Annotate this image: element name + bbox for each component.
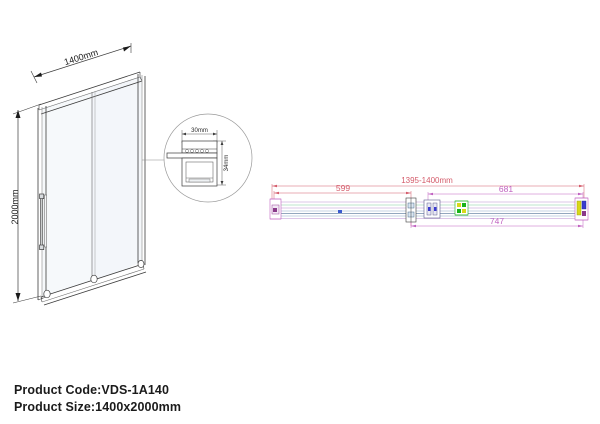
height-dimension: 2000mm bbox=[10, 103, 42, 304]
right-dimension-label: 681 bbox=[499, 184, 513, 194]
title-block: Product Code:VDS-1A140 Product Size:1400… bbox=[14, 382, 181, 416]
right-end-hardware bbox=[574, 197, 589, 221]
left-dimension-label: 599 bbox=[336, 183, 350, 193]
left-end-hardware bbox=[269, 198, 282, 220]
top-track-rail bbox=[38, 71, 143, 115]
right-jamb-profile bbox=[137, 74, 146, 265]
carriage-hardware bbox=[423, 199, 441, 219]
product-size-text: Product Size:1400x2000mm bbox=[14, 400, 182, 414]
track-marker bbox=[338, 210, 342, 213]
left-dimension: 599 bbox=[273, 183, 412, 226]
height-dimension-label: 2000mm bbox=[10, 189, 20, 224]
vertical-bar-handle bbox=[39, 193, 47, 250]
width-dimension: 1400mm bbox=[30, 43, 132, 84]
detail-width-label: 30mm bbox=[191, 128, 208, 134]
center-hardware bbox=[405, 197, 417, 223]
product-code-text: Product Code:VDS-1A140 bbox=[14, 383, 170, 397]
right-dimension: 681 bbox=[427, 184, 584, 208]
width-dimension-label: 1400mm bbox=[63, 47, 99, 67]
plan-view: 1395-1400mm 599 681 747 bbox=[269, 176, 589, 228]
lower-dimension-label: 747 bbox=[490, 216, 504, 226]
sliding-glass-panel bbox=[92, 76, 142, 281]
elevation-view: 1400mm 2000mm bbox=[10, 43, 147, 306]
colored-fitting bbox=[454, 200, 469, 216]
detail-callout: 30mm 34mm bbox=[142, 113, 253, 203]
overall-dimension-label: 1395-1400mm bbox=[401, 176, 453, 185]
center-meeting-stile bbox=[91, 91, 96, 281]
detail-height-label: 34mm bbox=[224, 155, 230, 172]
roller-guides bbox=[43, 260, 145, 299]
profile-section-geometry bbox=[166, 140, 218, 187]
